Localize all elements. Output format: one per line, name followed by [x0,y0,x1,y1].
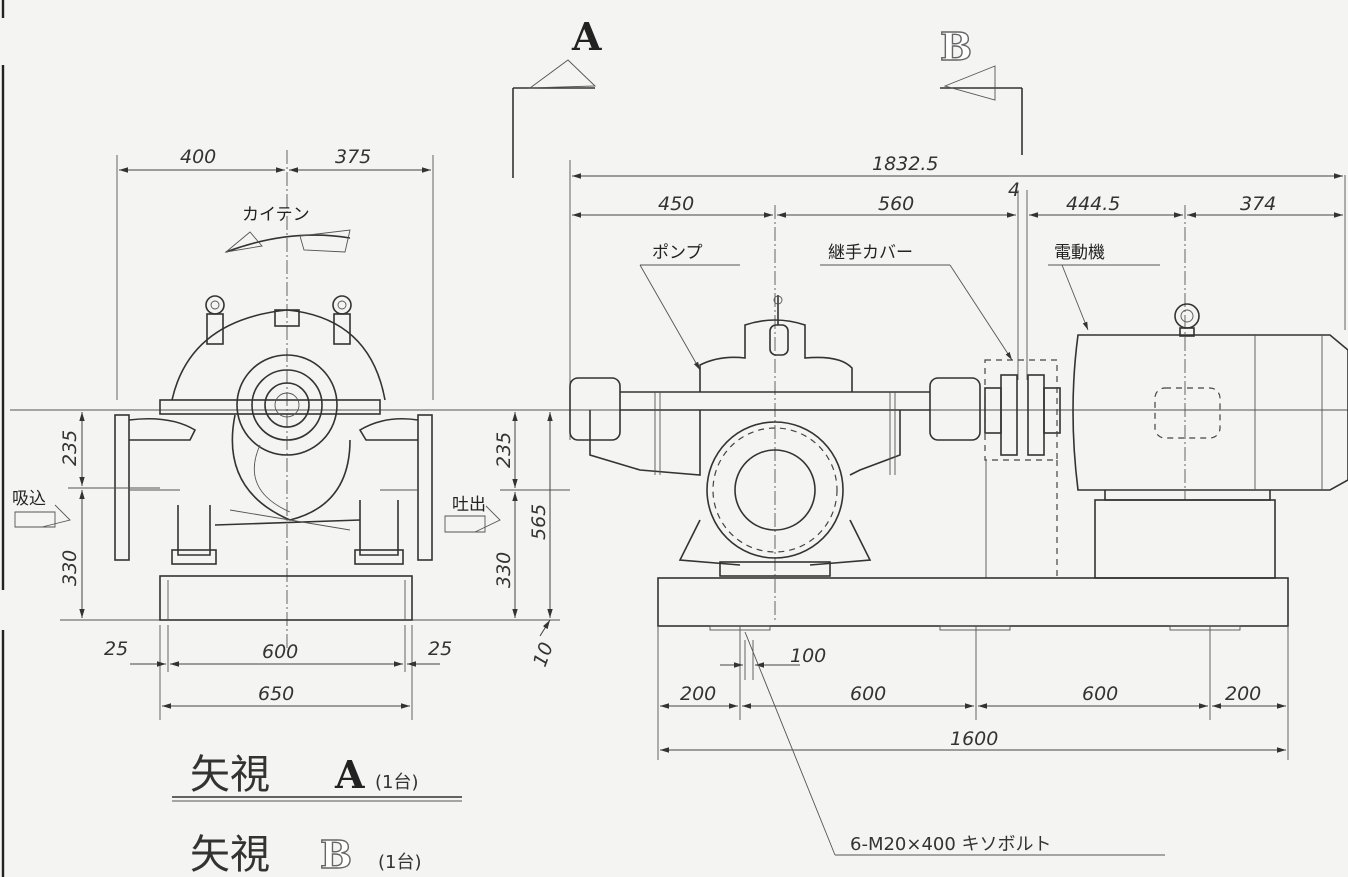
dim-450: 450 [658,193,694,215]
captions: 矢視 A (1台) 矢視 B (1台) [172,752,462,877]
dim-1832: 1832.5 [872,153,938,175]
dim-400: 400 [180,146,216,168]
section-marker-a: A [512,14,602,178]
coupling-cover-label: 継手カバー [828,243,913,263]
dim-374: 374 [1240,193,1276,215]
dim-25-right: 25 [428,638,452,660]
rotation-label: カイテン [242,205,310,225]
dim-right-330: 330 [493,552,515,588]
dim-1600: 1600 [950,728,998,750]
dim-200-right: 200 [1225,683,1261,705]
bolt-note: 6-M20×400 キソボルト [850,834,1052,855]
dim-right-235: 235 [493,432,515,468]
view-a-caption: 矢視 [190,752,270,798]
pump-label: ポンプ [652,243,703,263]
dim-left-330: 330 [59,550,81,586]
dim-4: 4 [1008,179,1020,201]
motor-label: 電動機 [1054,243,1105,263]
dim-444: 444.5 [1066,193,1120,215]
dim-600-mid-right: 600 [1082,683,1118,705]
section-b-letter: B [940,24,972,69]
section-a-letter: A [571,14,602,59]
dim-10: 10 [529,639,558,669]
dim-100: 100 [790,645,826,667]
view-b-caption: 矢視 [190,832,270,877]
view-b-letter: B [320,832,352,877]
dim-560: 560 [878,193,914,215]
right-view: 1832.5 450 560 4 444.5 374 ポンプ 継手カバー 電動機 [493,153,1348,856]
dim-200-left: 200 [680,683,716,705]
dim-375: 375 [335,146,371,168]
view-b-qty: (1台) [378,852,422,873]
discharge-label: 吐出 [452,495,486,515]
left-view: 400 375 カイテン [12,146,501,720]
dim-600-left: 600 [262,641,298,663]
view-a-letter: A [334,752,365,797]
view-a-qty: (1台) [375,772,419,793]
dim-650: 650 [258,683,294,705]
section-marker-b: B [939,23,1023,155]
dim-25-left: 25 [104,638,128,660]
suction-label: 吸込 [12,489,46,509]
dim-left-235: 235 [59,430,81,466]
dim-600-mid-left: 600 [850,683,886,705]
dim-565: 565 [528,504,550,540]
